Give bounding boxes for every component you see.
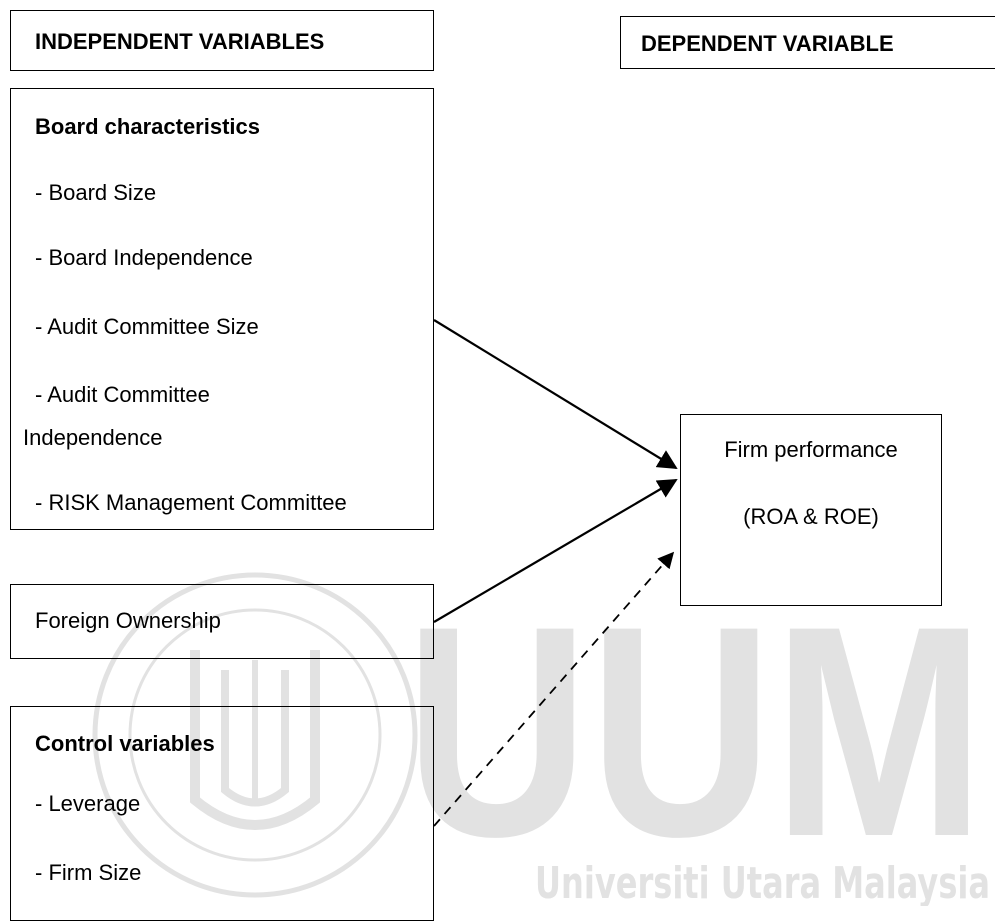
dependent-header-box: DEPENDENT VARIABLE [620,16,995,69]
board-title: Board characteristics [35,114,260,139]
control-variables-box: Control variables - Leverage - Firm Size [10,706,434,921]
control-title: Control variables [35,731,215,756]
firm-performance-label: Firm performance [724,437,898,462]
arrow-foreign-to-performance [433,478,678,623]
independent-header: INDEPENDENT VARIABLES [35,29,325,54]
board-characteristics-box: Board characteristics - Board Size - Boa… [10,88,434,530]
firm-performance-measures: (ROA & ROE) [743,504,879,529]
board-item-audit-committee: - Audit Committee [35,382,210,407]
independent-header-box: INDEPENDENT VARIABLES [10,10,434,71]
foreign-ownership-box: Foreign Ownership [10,584,434,659]
board-item-audit-size: - Audit Committee Size [35,314,259,339]
control-item-firm-size: - Firm Size [35,860,142,885]
firm-performance-box: Firm performance (ROA & ROE) [680,414,942,606]
arrow-control-to-performance [433,551,675,827]
arrow-board-to-performance [433,319,678,470]
board-item-independence: - Board Independence [35,245,253,270]
foreign-ownership-label: Foreign Ownership [35,608,221,633]
dependent-header: DEPENDENT VARIABLE [641,31,894,56]
board-item-risk-committee: - RISK Management Committee [35,490,347,515]
board-item-size: - Board Size [35,180,157,205]
control-item-leverage: - Leverage [35,791,141,816]
board-item-audit-independence: Independence [23,425,163,450]
